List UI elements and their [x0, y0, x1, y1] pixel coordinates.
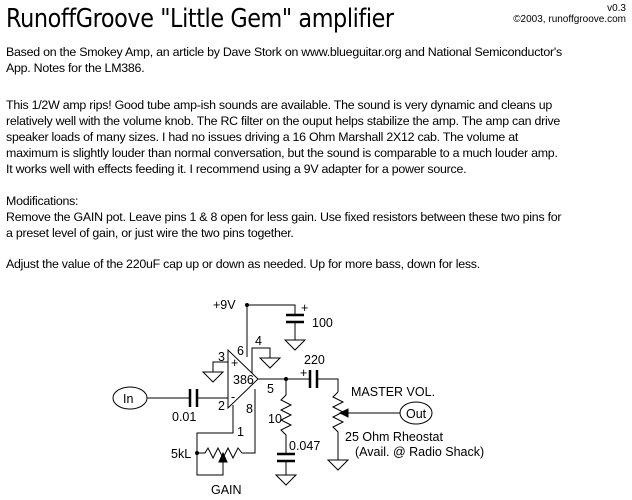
- pin-5: 5: [267, 382, 274, 396]
- text-line: Based on the Smokey Amp, an article by D…: [6, 45, 562, 59]
- output-cap-label: 220: [304, 353, 325, 367]
- pin-6: 6: [237, 344, 244, 358]
- gain-pot-resistor: [197, 389, 256, 460]
- input-label: In: [123, 392, 133, 406]
- pin-2: 2: [218, 399, 225, 413]
- rheostat-label: 25 Ohm Rheostat: [345, 430, 443, 444]
- wiper-arrow-icon: [338, 408, 349, 418]
- input-cap-label: 0.01: [172, 410, 196, 424]
- pin-3: 3: [218, 350, 225, 364]
- text-line: speaker loads of many sizes. I had no is…: [6, 130, 519, 144]
- pin-8: 8: [246, 402, 253, 416]
- text-line: relatively well with the volume knob. Th…: [6, 114, 561, 128]
- ground-icon: [326, 459, 350, 471]
- modifications-paragraph: Modifications: Remove the GAIN pot. Leav…: [6, 193, 562, 241]
- chip-label: 386: [233, 373, 254, 387]
- text-line: It works well with effects feeding it. I…: [6, 162, 467, 176]
- lm386-chip: [227, 348, 259, 410]
- gain-pot-label: 5kL: [171, 447, 191, 461]
- pin-1: 1: [237, 425, 244, 439]
- text-line: Adjust the value of the 220uF cap up or …: [6, 257, 480, 271]
- copyright: ©2003, runoffgroove.com: [513, 14, 626, 25]
- ground-icon: [201, 371, 225, 383]
- supply-label: +9V: [213, 298, 236, 312]
- noninverting-sign: +: [231, 356, 238, 370]
- ground-icon: [258, 357, 282, 369]
- text-line: a preset level of gain, or just wire the…: [6, 226, 294, 240]
- plus-sign: +: [301, 301, 308, 315]
- output-label: Out: [406, 407, 427, 421]
- zobel-resistor-label: 10: [268, 412, 282, 426]
- zobel-cap-label: 0.047: [289, 439, 320, 453]
- text-line: Remove the GAIN pot. Leave pins 1 & 8 op…: [6, 210, 562, 224]
- inverting-sign: -: [231, 390, 235, 404]
- wiper-arrow-icon: [218, 451, 228, 463]
- supply-rail: [245, 303, 307, 357]
- gain-label: GAIN: [211, 483, 242, 497]
- plus-sign: +: [300, 366, 307, 380]
- ground-icon: [274, 474, 298, 486]
- master-volume-rheostat: [331, 391, 345, 460]
- version: v0.3: [607, 3, 626, 14]
- adjust-paragraph: Adjust the value of the 220uF cap up or …: [6, 256, 480, 272]
- supply-cap-label: 100: [312, 316, 333, 330]
- ground-icon: [283, 339, 307, 351]
- master-volume-label: MASTER VOL.: [351, 385, 435, 399]
- output-jack: [399, 401, 433, 425]
- version-info: v0.3 ©2003, runoffgroove.com: [513, 3, 626, 25]
- text-line: This 1/2W amp rips! Good tube amp-ish so…: [6, 98, 552, 112]
- modifications-heading: Modifications:: [6, 194, 79, 208]
- intro-paragraph: Based on the Smokey Amp, an article by D…: [6, 44, 562, 76]
- pin-4: 4: [255, 334, 262, 348]
- rheostat-note: (Avail. @ Radio Shack): [355, 445, 484, 459]
- description-paragraph: This 1/2W amp rips! Good tube amp-ish so…: [6, 97, 560, 177]
- text-line: maximum is slightly louder than normal c…: [6, 146, 558, 160]
- page-title: RunoffGroove "Little Gem" amplifier: [6, 4, 394, 34]
- text-line: App. Notes for the LM386.: [6, 61, 145, 75]
